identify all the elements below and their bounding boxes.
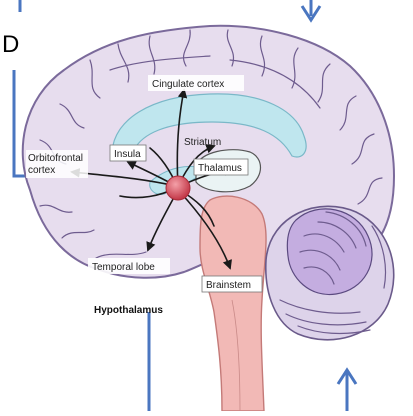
striatum-label: Striatum <box>184 137 221 148</box>
insula-label: Insula <box>114 149 141 160</box>
label-brainstem: Brainstem <box>202 276 262 292</box>
blue-arrow-bottom-right <box>338 370 356 411</box>
brainstem-label: Brainstem <box>206 280 251 291</box>
label-insula: Insula <box>110 145 146 161</box>
label-striatum: Striatum <box>184 137 221 148</box>
thalamus-label: Thalamus <box>198 163 242 174</box>
blue-arrow-top <box>302 0 320 20</box>
label-cingulate: Cingulate cortex <box>148 75 244 91</box>
cingulate-label: Cingulate cortex <box>152 79 224 90</box>
corner-letter: D <box>2 31 19 58</box>
orbitofrontal-label-line1: Orbitofrontal <box>28 153 83 164</box>
label-temporal: Temporal lobe <box>88 258 170 274</box>
label-thalamus: Thalamus <box>194 159 248 175</box>
label-hypothalamus: Hypothalamus <box>94 305 163 316</box>
label-orbitofrontal: Orbitofrontal cortex <box>26 150 88 178</box>
hypothalamus-node <box>166 176 190 200</box>
hypothalamus-label: Hypothalamus <box>94 305 163 316</box>
temporal-label: Temporal lobe <box>92 262 155 273</box>
cerebellum <box>266 206 394 340</box>
orbitofrontal-label-line2: cortex <box>28 165 55 176</box>
